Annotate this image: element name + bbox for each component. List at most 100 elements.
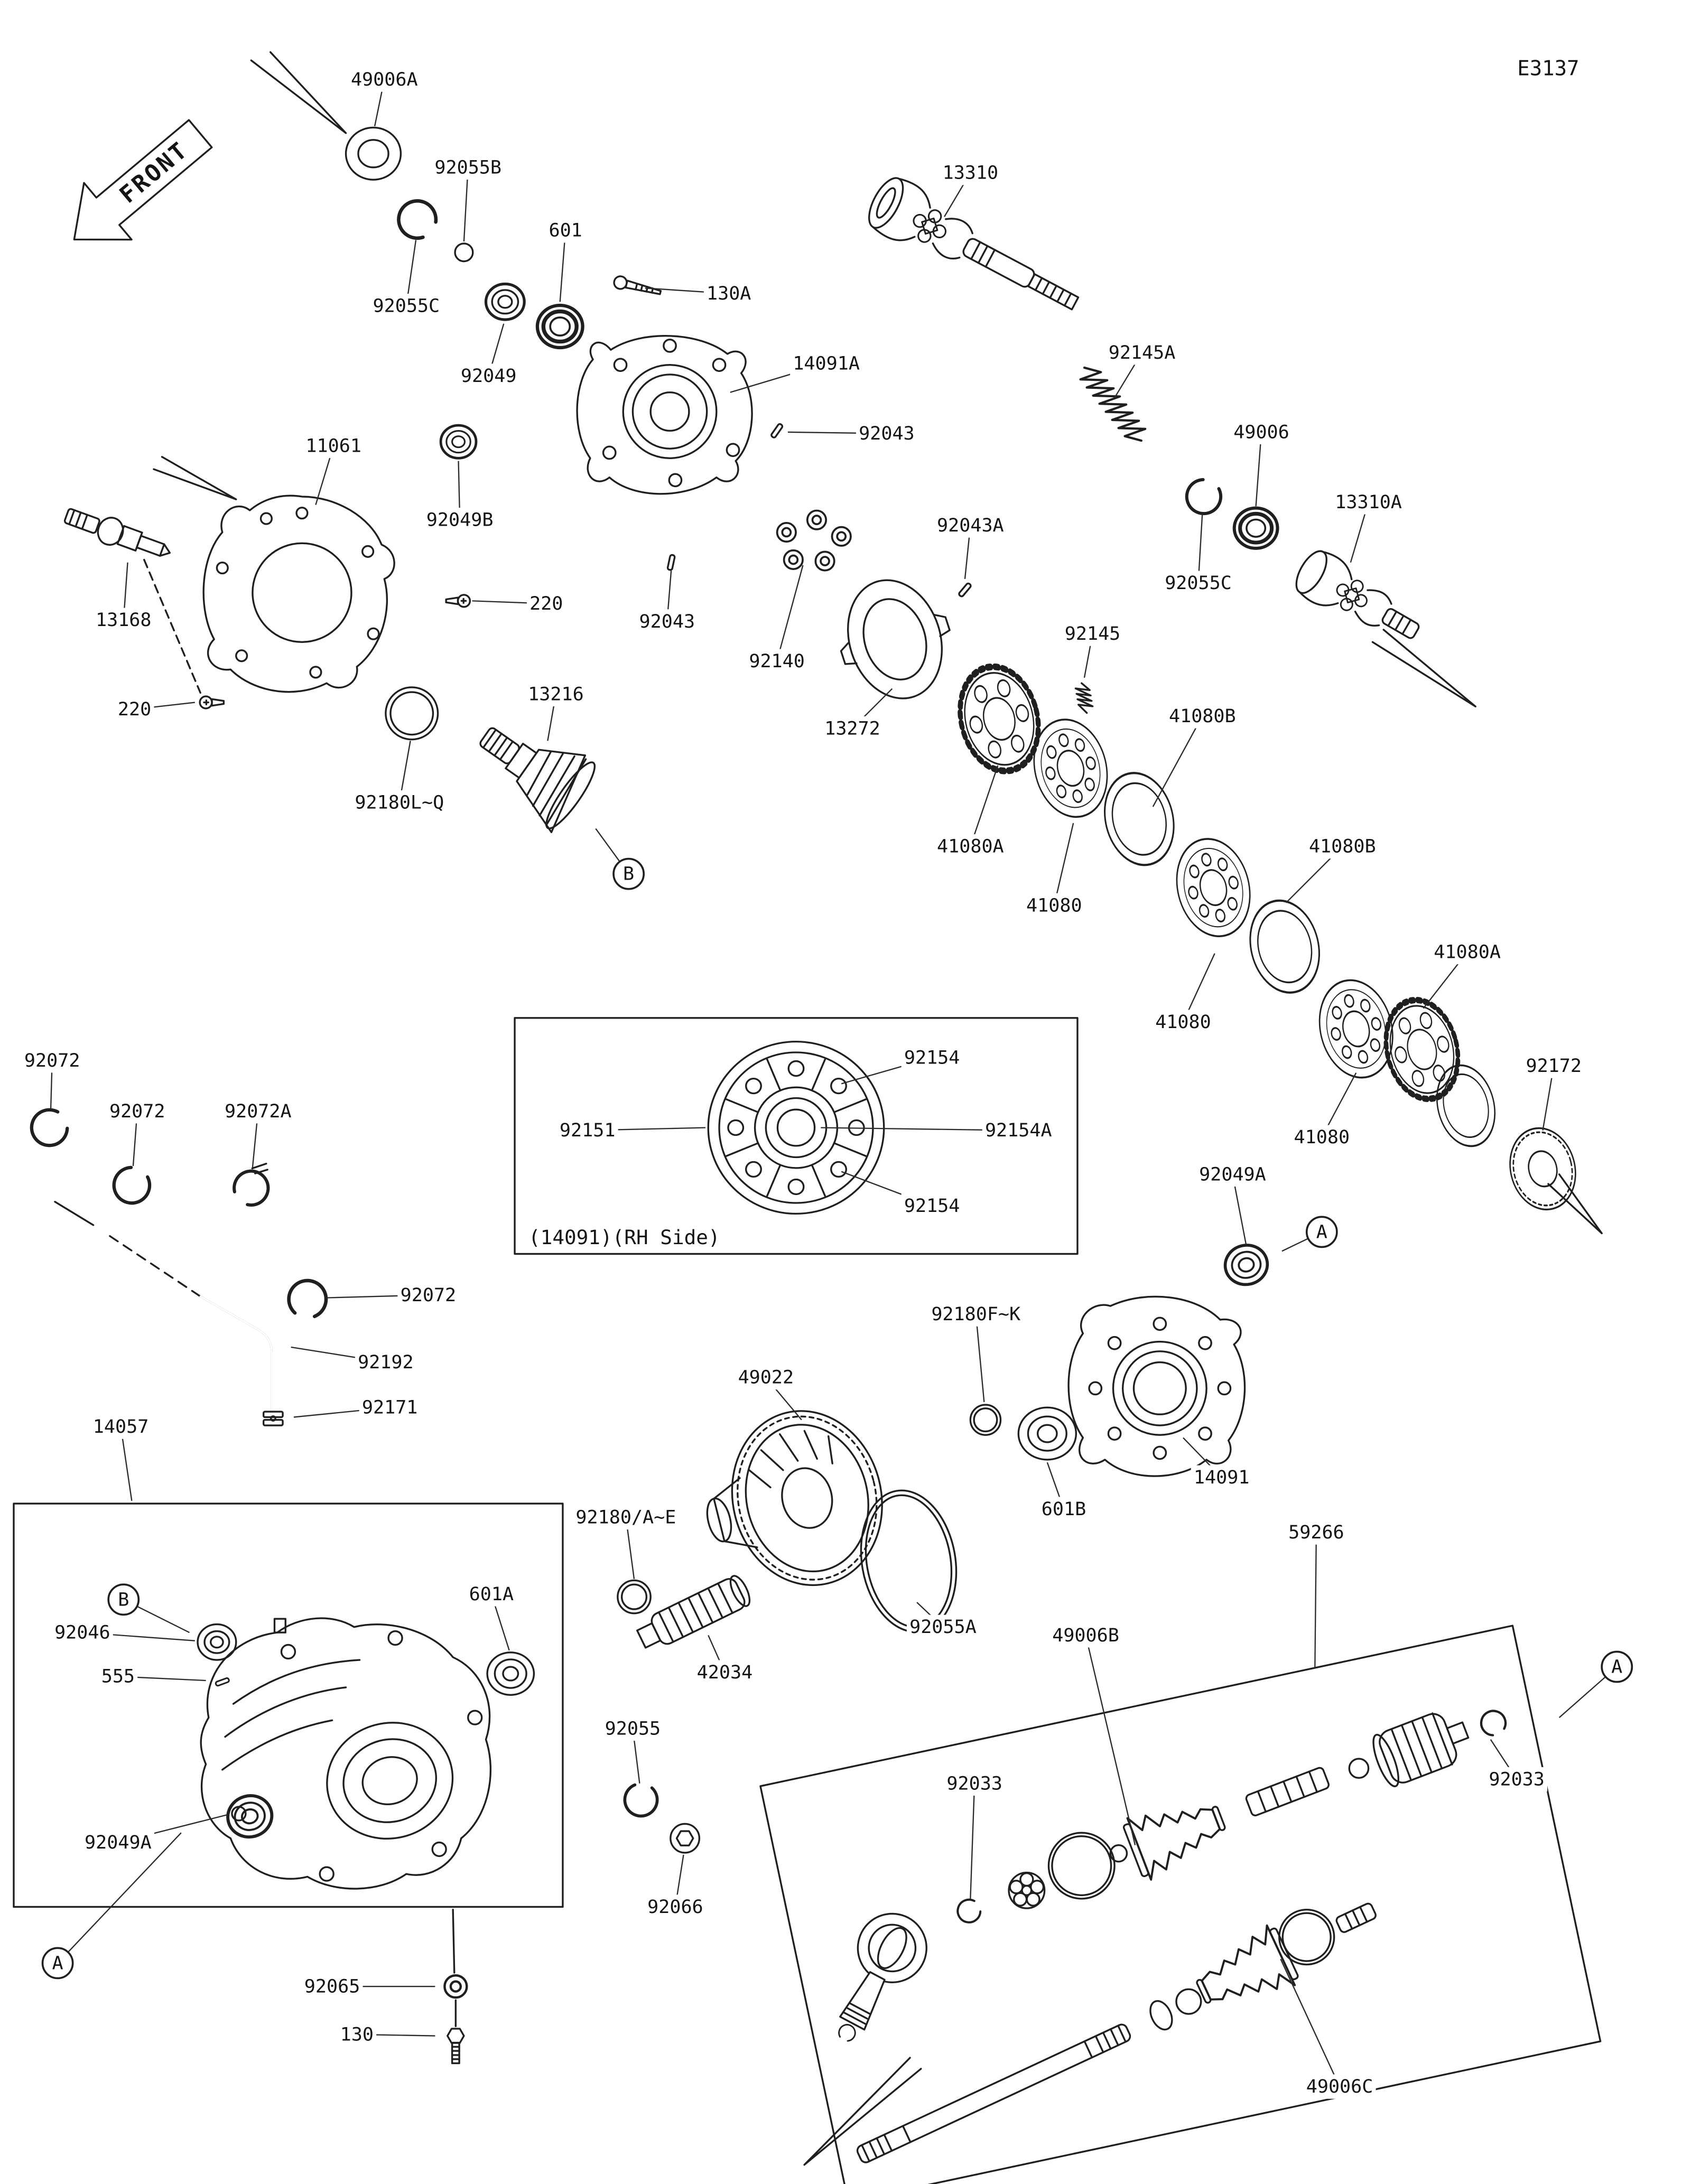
part-label: 92192: [358, 1351, 414, 1373]
friction-plate-41080a-2: [1376, 992, 1468, 1106]
label-bg: [1231, 419, 1292, 445]
label-bg: [790, 351, 863, 376]
part-label: 601B: [1042, 1498, 1086, 1520]
shaft-cap: [1149, 2000, 1173, 2031]
leader-line: [975, 1314, 985, 1402]
label-bg: [636, 609, 698, 634]
part-label: 92055C: [373, 295, 440, 317]
label-bg: [526, 591, 566, 616]
bolt-130: [447, 2028, 465, 2065]
part-label: 92151: [560, 1119, 616, 1141]
cam-plate-13272: [840, 579, 951, 699]
spline-stub: [1335, 1902, 1377, 1933]
leader-line: [970, 765, 999, 847]
shim-92180fk: [969, 1404, 1002, 1436]
leader-line: [1280, 1958, 1341, 2087]
leader-line: [1255, 432, 1262, 507]
label-bg: [1431, 940, 1504, 965]
label-bg: [940, 161, 1001, 185]
part-label: 92154: [904, 1195, 960, 1217]
collar-49006a: [345, 126, 402, 181]
label-bg: [1332, 490, 1405, 515]
part-label: 555: [101, 1666, 135, 1687]
pin-92043-lower: [666, 554, 676, 572]
part-label: 49022: [738, 1367, 794, 1388]
label-bg: [901, 1045, 963, 1070]
part-label: 41080A: [1434, 941, 1501, 963]
label-bg: [1049, 1623, 1122, 1648]
part-label: 92043: [859, 423, 915, 444]
label-bg: [21, 1048, 83, 1073]
label-bg: [1523, 1053, 1585, 1078]
label-bg: [735, 1365, 797, 1390]
part-label: 92145A: [1109, 342, 1176, 363]
screw-220-right: [445, 594, 471, 608]
clutch-disc-41080-2: [1166, 830, 1261, 945]
svg-text:A: A: [52, 1952, 63, 1974]
ball-cage-set: [1008, 1871, 1046, 1909]
snap-ring-92072-3: [286, 1277, 329, 1318]
label-bg: [301, 1974, 363, 1999]
part-label: 92154A: [985, 1119, 1052, 1141]
part-label: 92046: [54, 1622, 110, 1644]
part-label: 92049A: [85, 1832, 152, 1853]
part-label: 11061: [305, 435, 361, 456]
breather-tube-92192: [54, 1201, 273, 1428]
part-label: 42034: [697, 1662, 753, 1683]
leader-line: [1314, 1532, 1317, 1668]
pin-555: [214, 1676, 230, 1687]
label-bg: [348, 67, 421, 92]
circled-ref: A: [41, 1947, 74, 1980]
circlip-92033-right: [1477, 1706, 1509, 1738]
label-bg: [525, 682, 587, 707]
label-bg: [1306, 834, 1379, 859]
part-label: 92065: [304, 1976, 360, 1998]
thrust-washers-92140: [776, 509, 852, 572]
label-bg: [221, 1099, 294, 1124]
part-label: 92140: [749, 650, 805, 672]
part-label: 49006A: [351, 69, 418, 90]
part-label: 92066: [647, 1896, 703, 1918]
leader-line: [463, 167, 469, 242]
label-bg: [423, 508, 496, 533]
pinion-shaft-42034: [636, 1575, 751, 1649]
part-label: 13310: [943, 162, 999, 184]
part-label: 92172: [1526, 1055, 1582, 1077]
part-label: 41080: [1026, 894, 1082, 916]
bevel-pinion-13216: [479, 727, 596, 833]
front-direction-arrow: FRONT: [73, 119, 213, 241]
part-label: 92145: [1065, 623, 1121, 645]
svg-text:B: B: [118, 1589, 129, 1610]
label-bg: [1166, 704, 1239, 729]
part-label: 41080A: [937, 836, 1004, 857]
leader-line: [1053, 823, 1074, 906]
circled-ref: A: [1305, 1216, 1338, 1248]
circled-ref: B: [612, 857, 645, 890]
plug-92066: [670, 1823, 701, 1854]
label-bg: [51, 1620, 113, 1645]
label-bg: [901, 1193, 963, 1218]
circled-ref: A: [1601, 1650, 1633, 1683]
part-label: 92055: [605, 1718, 661, 1739]
front-gear-case-14057: [200, 1617, 492, 1890]
part-label: 92072: [24, 1050, 80, 1071]
part-label: 92043: [639, 611, 695, 632]
label-bg: [359, 1395, 421, 1420]
shaft-13168: [63, 508, 171, 557]
steel-plate-41080b-2: [1241, 893, 1328, 1000]
label-bg: [602, 1716, 664, 1741]
part-label: 92072: [401, 1284, 457, 1306]
part-label: 92171: [362, 1397, 418, 1418]
cover-gasket-11061: [202, 494, 395, 693]
svg-text:B: B: [623, 863, 634, 885]
hub-detail-caption: (14091)(RH Side): [528, 1226, 720, 1249]
label-bg: [944, 1771, 1006, 1796]
shim-set-92180lq: [385, 686, 439, 741]
part-label: 13310A: [1335, 491, 1402, 513]
leader-line: [120, 1426, 133, 1501]
front-case-box: [13, 1502, 564, 1908]
svg-text:A: A: [1611, 1656, 1622, 1678]
axle-shaft: [856, 2023, 1131, 2163]
part-label: 41080: [1294, 1126, 1350, 1148]
part-label: 92043A: [937, 515, 1004, 536]
